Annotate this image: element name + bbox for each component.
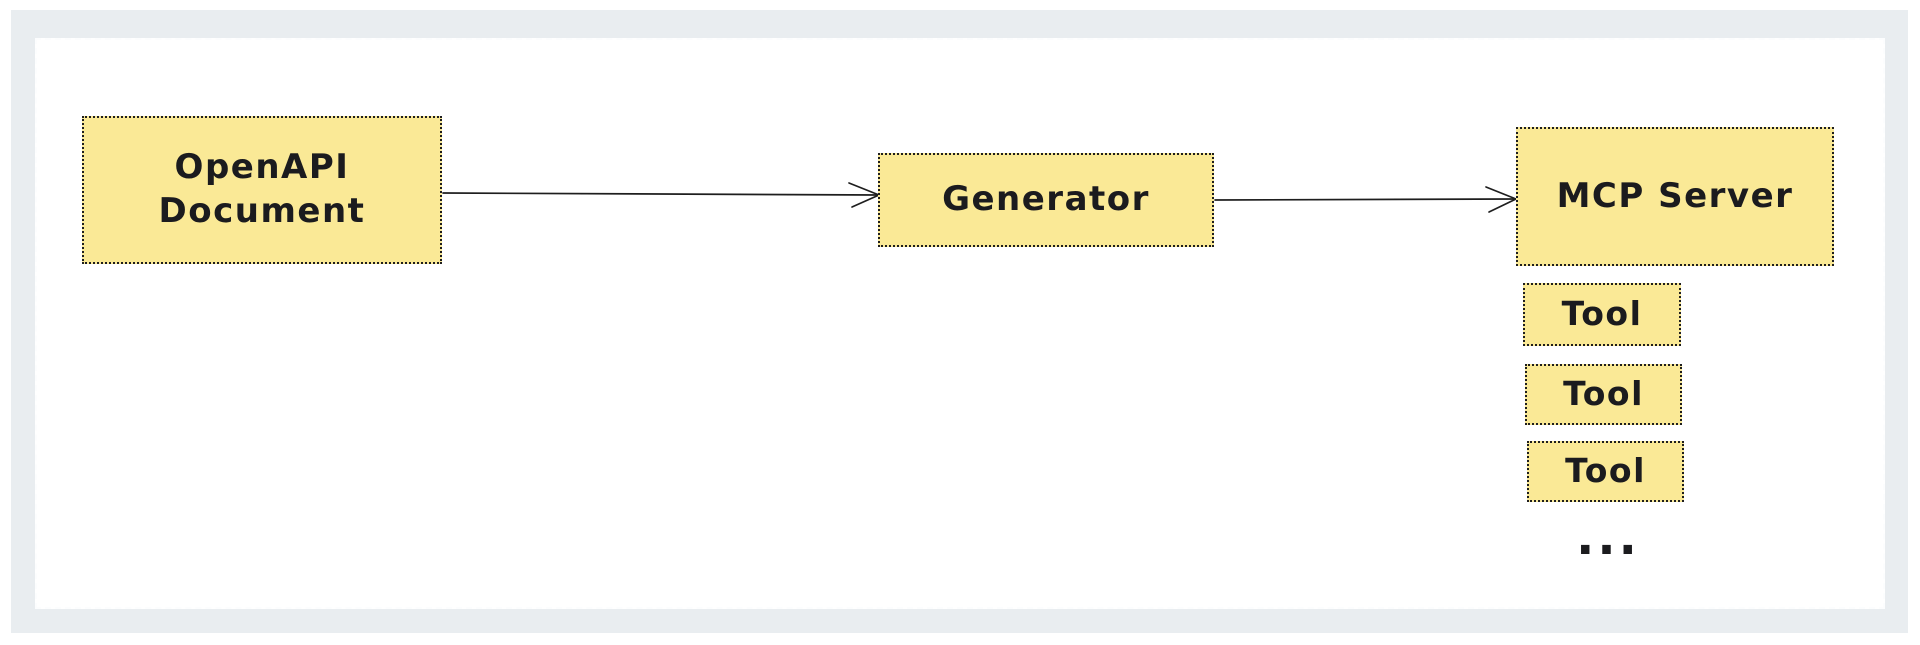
- more-tools-ellipsis: ...: [1576, 510, 1640, 566]
- node-generator-label: Generator: [942, 179, 1150, 220]
- diagram-canvas: OpenAPI Document Generator MCP Server To…: [35, 38, 1885, 609]
- node-tool-3: Tool: [1527, 441, 1684, 502]
- arrow-openapi-to-generator: [442, 182, 880, 208]
- node-tool-1-label: Tool: [1561, 294, 1643, 334]
- node-mcp-server-label: MCP Server: [1556, 175, 1794, 216]
- arrow-generator-to-mcp-server: [1214, 186, 1517, 213]
- node-openapi-document: OpenAPI Document: [82, 116, 442, 264]
- node-tool-2-label: Tool: [1563, 374, 1644, 414]
- node-tool-2: Tool: [1525, 364, 1682, 425]
- node-tool-1: Tool: [1523, 283, 1681, 346]
- node-mcp-server: MCP Server: [1516, 127, 1834, 266]
- node-generator: Generator: [878, 153, 1214, 247]
- node-tool-3-label: Tool: [1565, 451, 1646, 491]
- node-openapi-document-label: OpenAPI Document: [158, 147, 366, 231]
- slide-frame: OpenAPI Document Generator MCP Server To…: [11, 10, 1908, 633]
